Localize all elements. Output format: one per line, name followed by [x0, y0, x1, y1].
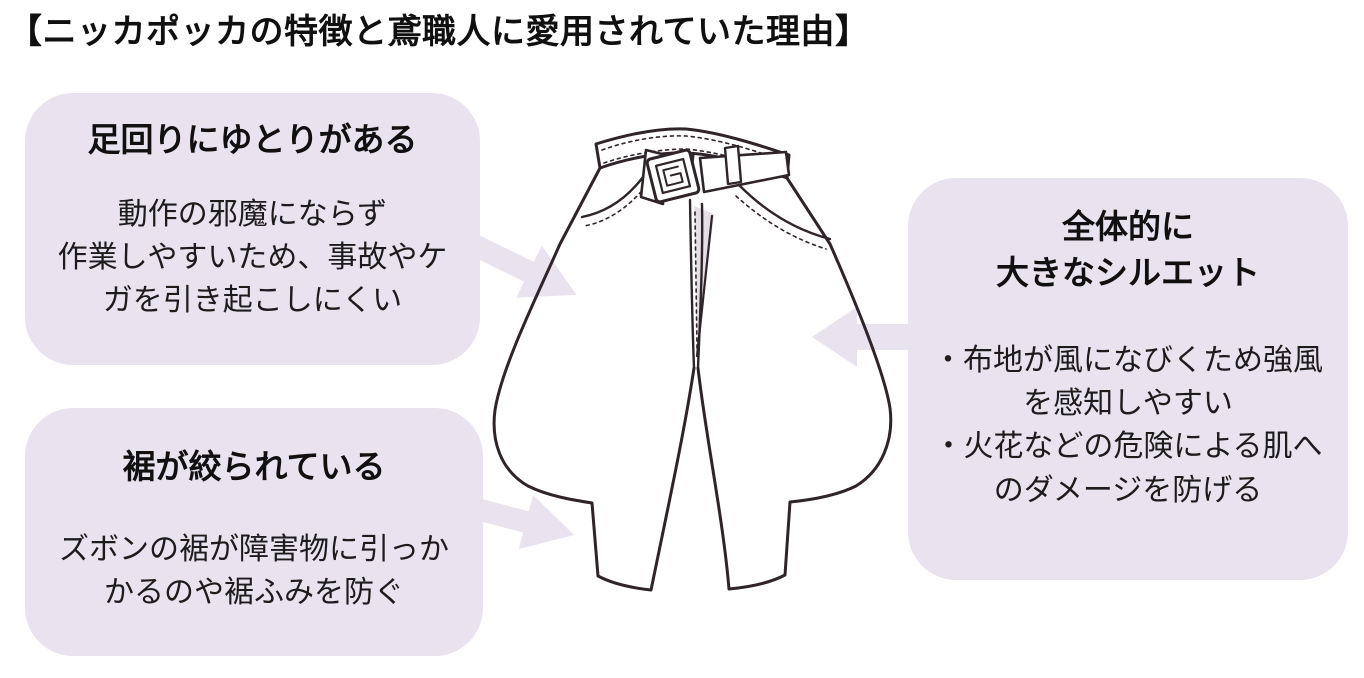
callout-cinched-hem-body: ズボンの裾が障害物に引っか かるのや裾ふみを防ぐ: [59, 532, 449, 609]
callout-large-silhouette: 全体的に 大きなシルエット ・布地が風になびくため強風 を感知しやすい ・火花な…: [908, 178, 1348, 580]
callout-roomy-legs: 足回りにゆとりがある 動作の邪魔にならず 作業しやすいため、事故やケ ガを引き起…: [25, 93, 480, 365]
callout-large-silhouette-heading: 全体的に 大きなシルエット: [996, 208, 1260, 291]
pants-fly-left-seam: [688, 198, 696, 370]
pants-belt-strap: [698, 150, 791, 194]
arrow-large-silhouette-to-pants-icon: [812, 307, 912, 367]
pants-left-pocket-stitch: [583, 185, 647, 227]
callout-cinched-hem-heading: 裾が絞られている: [122, 448, 386, 485]
pants-left-pocket-seam: [580, 175, 645, 219]
pants-illustration: [492, 127, 893, 592]
pants-fly-stitch: [694, 211, 698, 349]
pants-fly-shade: [694, 206, 714, 356]
pants-waistband-stitch-bottom: [603, 148, 783, 173]
pants-belt-loop: [723, 144, 743, 186]
callout-roomy-legs-heading: 足回りにゆとりがある: [87, 121, 418, 158]
pants-waistband-fold: [672, 136, 697, 180]
pants-fly-edge: [695, 214, 714, 358]
pants-right-pocket-stitch: [735, 195, 827, 250]
pants-left-leg-outline: [492, 166, 696, 592]
callout-large-silhouette-body: ・布地が風になびくため強風 を感知しやすい ・火花などの危険による肌へ のダメー…: [933, 344, 1323, 507]
pants-belt-buckle: [645, 148, 701, 204]
pants-right-leg-outline: [696, 176, 893, 591]
pants-fly-right-seam: [696, 202, 704, 370]
pants-buckle-glyph: [662, 165, 684, 187]
pants-waistband: [594, 127, 791, 180]
pants-waistband-stitch-top: [601, 135, 785, 162]
callout-cinched-hem: 裾が絞られている ズボンの裾が障害物に引っか かるのや裾ふみを防ぐ: [25, 408, 483, 656]
page-title: 【ニッカポッカの特徴と鳶職人に愛用されていた理由】: [8, 13, 870, 51]
pants-belt-tail: [639, 148, 668, 206]
callout-roomy-legs-body: 動作の邪魔にならず 作業しやすいため、事故やケ ガを引き起こしにくい: [57, 197, 448, 317]
pants-right-pocket-seam: [738, 184, 832, 241]
